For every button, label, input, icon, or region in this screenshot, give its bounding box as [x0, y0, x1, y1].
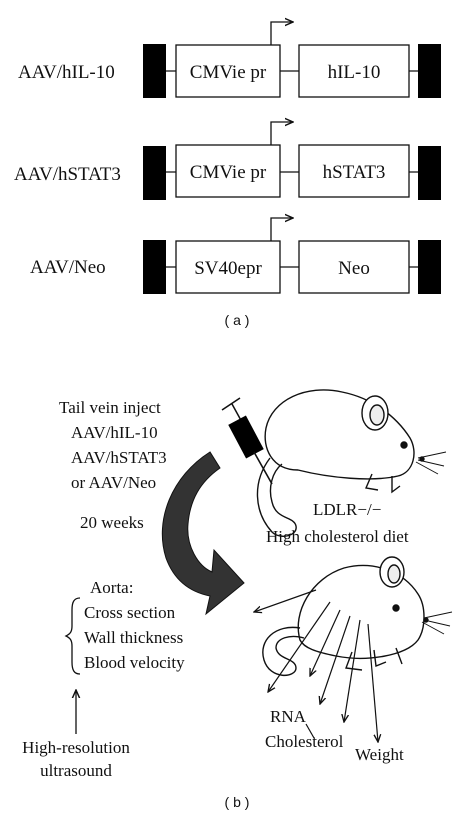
injection-line-4: or AAV/Neo	[71, 473, 156, 492]
transcription-start-arrow-1	[270, 22, 293, 45]
imaging-line-1: High-resolution	[22, 738, 130, 757]
aorta-line-1: Aorta:	[90, 578, 133, 597]
gene-box-2	[298, 144, 410, 198]
aorta-line-3: Wall thickness	[84, 628, 183, 647]
mouse-icon-top	[256, 389, 447, 537]
curved-arrow-icon	[161, 451, 245, 616]
promoter-label-3: SV40epr	[194, 258, 262, 279]
construct-row-1: AAV/hIL-10 CMVie pr hIL-10	[18, 22, 441, 98]
construct-row-2: AAV/hSTAT3 CMVie pr hSTAT3	[14, 122, 441, 200]
transcription-start-arrow-3	[270, 218, 293, 241]
aorta-line-4: Blood velocity	[84, 653, 185, 672]
injection-text: Tail vein inject AAV/hIL-10 AAV/hSTAT3 o…	[59, 398, 167, 492]
injection-line-3: AAV/hSTAT3	[71, 448, 167, 467]
imaging-line-2: ultrasound	[40, 761, 112, 780]
construct-name-1: AAV/hIL-10	[18, 62, 115, 83]
output-cholesterol: Cholesterol	[265, 732, 344, 751]
output-rna: RNA	[270, 707, 307, 726]
itr-right-2	[418, 146, 441, 200]
transcription-start-arrow-2	[270, 122, 293, 145]
aorta-brace	[64, 597, 81, 675]
promoter-label-2: CMVie pr	[190, 162, 267, 183]
injection-line-2: AAV/hIL-10	[71, 423, 158, 442]
gene-label-3: Neo	[338, 258, 370, 279]
aorta-line-2: Cross section	[84, 603, 176, 622]
mouse-icon-bottom	[262, 556, 453, 676]
diet-label: High cholesterol diet	[266, 527, 409, 546]
itr-right-3	[418, 240, 441, 294]
panel-b-label: ( b )	[225, 794, 250, 810]
construct-name-2: AAV/hSTAT3	[14, 164, 121, 185]
aorta-measurements: Aorta: Cross section Wall thickness Bloo…	[64, 578, 185, 675]
output-weight: Weight	[355, 745, 404, 764]
panel-a-label: ( a )	[225, 312, 250, 328]
injection-line-1: Tail vein inject	[59, 398, 161, 417]
itr-left-1	[143, 44, 166, 98]
construct-name-3: AAV/Neo	[30, 257, 106, 278]
promoter-label-1: CMVie pr	[190, 62, 267, 83]
promoter-box-1	[175, 44, 281, 98]
gene-label-2: hSTAT3	[323, 162, 386, 183]
construct-row-3: AAV/Neo SV40epr Neo	[30, 218, 441, 294]
measurement-arrows	[254, 589, 378, 742]
duration-label: 20 weeks	[80, 513, 144, 532]
syringe-icon	[221, 397, 273, 485]
mouse-strain-label: LDLR−/−	[313, 500, 381, 519]
itr-left-3	[143, 240, 166, 294]
gene-box-1	[298, 44, 410, 98]
promoter-box-2	[175, 144, 281, 198]
itr-right-1	[418, 44, 441, 98]
gene-box-3	[298, 240, 410, 294]
itr-left-2	[143, 146, 166, 200]
gene-label-1: hIL-10	[328, 62, 381, 83]
promoter-box-3	[175, 240, 281, 294]
